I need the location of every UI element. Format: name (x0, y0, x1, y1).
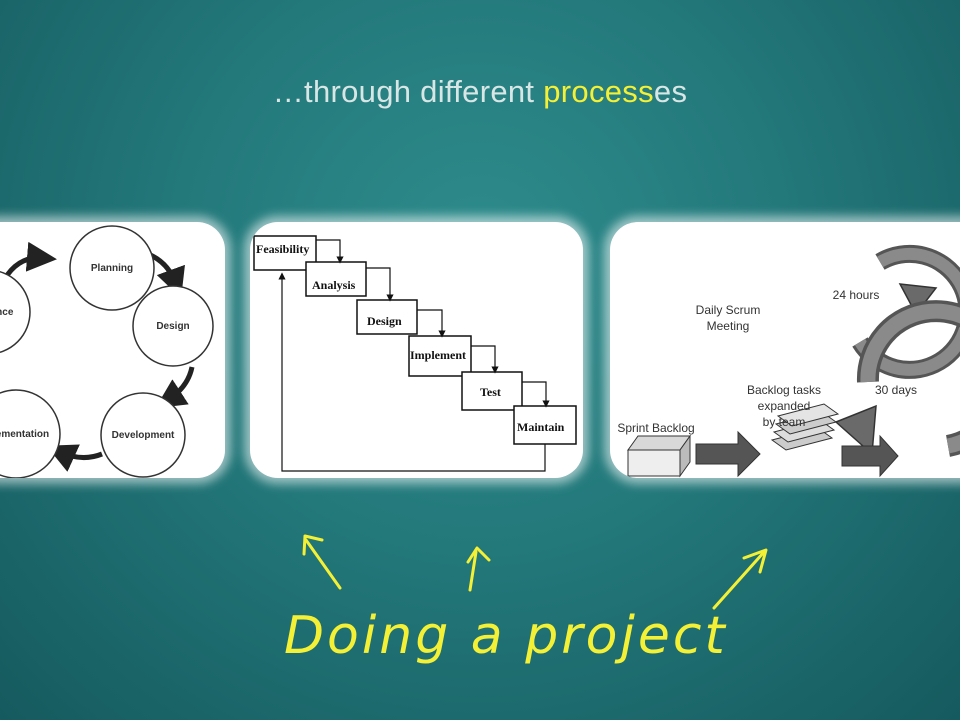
title-prefix: …through different (272, 74, 544, 109)
handwritten-note: Doing a project (284, 606, 728, 666)
waterfall-stage-box (356, 299, 418, 335)
cycle-node-label: Design (156, 321, 189, 332)
cycle-node (132, 285, 214, 367)
hours-label: 24 hours (833, 288, 880, 302)
scrum-diagram-panel: Daily Scrum Meeting 24 hours 30 days Bac… (610, 222, 960, 478)
sprint-backlog-label: Sprint Backlog (617, 421, 694, 435)
waterfall-stage-label: Design (367, 314, 402, 328)
waterfall-stage-label: Test (480, 385, 501, 399)
waterfall-stage-label: Implement (410, 348, 466, 362)
waterfall-arrow (471, 345, 499, 374)
cycle-diagram: Planning Design Development plementation… (0, 225, 214, 478)
sprint-backlog-icon (627, 434, 691, 478)
daily-scrum-label: Meeting (707, 319, 750, 333)
cycle-arrow (155, 366, 195, 409)
sprint-cycle-loop-inner (860, 303, 960, 454)
cycle-node-label: Planning (91, 263, 133, 274)
cycle-node-label: Development (112, 430, 175, 441)
cycle-node (0, 270, 31, 354)
slide-title: …through different processes (0, 74, 960, 110)
waterfall-arrow (417, 309, 446, 338)
waterfall-stage-box (305, 261, 367, 297)
waterfall-stage-label: Analysis (312, 278, 356, 292)
cycle-node-label: ance (0, 307, 14, 318)
daily-cycle-loop-inner (854, 247, 960, 376)
title-highlight: process (543, 74, 654, 109)
scrum-diagram: Daily Scrum Meeting 24 hours 30 days Bac… (617, 244, 960, 478)
pointer-arrow-icon (468, 550, 478, 592)
cycle-node-label: plementation (0, 429, 49, 440)
waterfall-arrow (316, 239, 344, 264)
flow-arrow-icon (695, 430, 761, 478)
waterfall-arrow (366, 267, 394, 302)
title-suffix: es (653, 74, 688, 109)
waterfall-diagram-panel: Feasibility Analysis Design Implement Te… (250, 222, 583, 478)
cycle-arrow (46, 444, 103, 472)
waterfall-stage-label: Maintain (517, 420, 565, 434)
feedback-arrow (278, 272, 546, 472)
daily-scrum-label: Daily Scrum (696, 303, 761, 317)
backlog-tasks-label: by team (763, 415, 806, 429)
cycle-node (0, 389, 61, 478)
cycle-node (100, 392, 186, 478)
waterfall-stage-box (461, 371, 523, 411)
sprint-cycle-arrowhead (834, 404, 877, 456)
pointer-arrow-icon (712, 550, 766, 610)
cycle-diagram-panel: Planning Design Development plementation… (0, 222, 225, 478)
flow-arrow-icon (841, 434, 899, 478)
days-label: 30 days (875, 383, 917, 397)
waterfall-stage-box (513, 405, 577, 445)
cycle-node (69, 225, 155, 311)
waterfall-stage-box (408, 335, 472, 377)
pointer-arrowhead-icon (466, 546, 491, 564)
pointer-arrowhead-icon (742, 548, 768, 574)
backlog-tasks-label: expanded (758, 399, 811, 413)
backlog-tasks-label: Backlog tasks (747, 383, 821, 397)
waterfall-arrow (522, 381, 550, 408)
backlog-stack-icon (770, 403, 840, 451)
pointer-arrow-icon (304, 538, 342, 590)
waterfall-stage-label: Feasibility (256, 242, 309, 256)
pointer-arrowhead-icon (302, 534, 324, 556)
waterfall-diagram: Feasibility Analysis Design Implement Te… (253, 235, 577, 472)
